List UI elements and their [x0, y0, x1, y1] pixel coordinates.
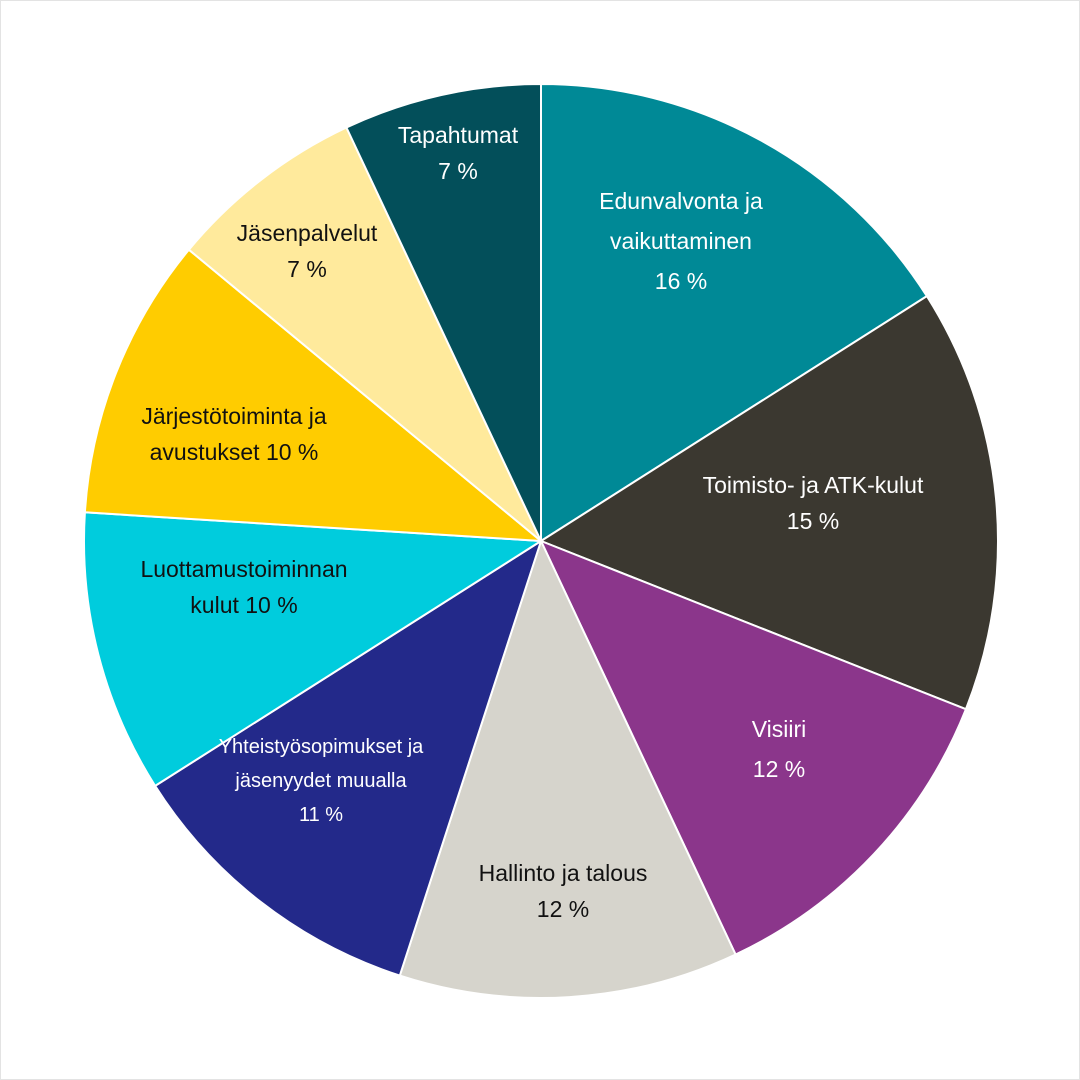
pie-slice-8 [187, 126, 542, 542]
slice-label-9: 7 % [438, 158, 478, 184]
pie-slice-9 [345, 82, 542, 542]
slice-label-9: Tapahtumat [398, 122, 519, 148]
slice-label-8: Jäsenpalvelut [237, 220, 378, 246]
pie-slice-7 [83, 248, 545, 543]
slice-label-3: Visiiri [752, 716, 807, 742]
slice-label-8: 7 % [287, 256, 327, 282]
slice-label-7: Järjestötoiminta ja [141, 403, 327, 429]
slice-label-2: 15 % [787, 508, 839, 534]
slice-label-4: Hallinto ja talous [479, 860, 648, 886]
slice-label-5: jäsenyydet muualla [234, 770, 407, 792]
slice-label-5: Yhteistyösopimukset ja [219, 736, 424, 758]
pie-slice-6 [83, 511, 545, 788]
pie-slice-2 [538, 294, 1000, 711]
slice-label-1: 16 % [655, 268, 707, 294]
pie-slice-5 [153, 538, 543, 977]
slice-label-1: Edunvalvonta ja [599, 188, 763, 214]
slice-label-4: 12 % [537, 896, 589, 922]
slice-label-6: Luottamustoiminnan [140, 556, 347, 582]
slice-label-5: 11 % [299, 804, 343, 826]
slice-label-3: 12 % [753, 756, 805, 782]
slice-label-7: avustukset 10 % [150, 439, 319, 465]
pie-slice-3 [539, 539, 968, 956]
pie-slice-1 [540, 82, 929, 543]
slice-label-2: Toimisto- ja ATK-kulut [703, 472, 924, 498]
slice-label-1: vaikuttaminen [610, 228, 752, 254]
slice-label-6: kulut 10 % [190, 592, 297, 618]
pie-slice-4 [398, 538, 737, 999]
